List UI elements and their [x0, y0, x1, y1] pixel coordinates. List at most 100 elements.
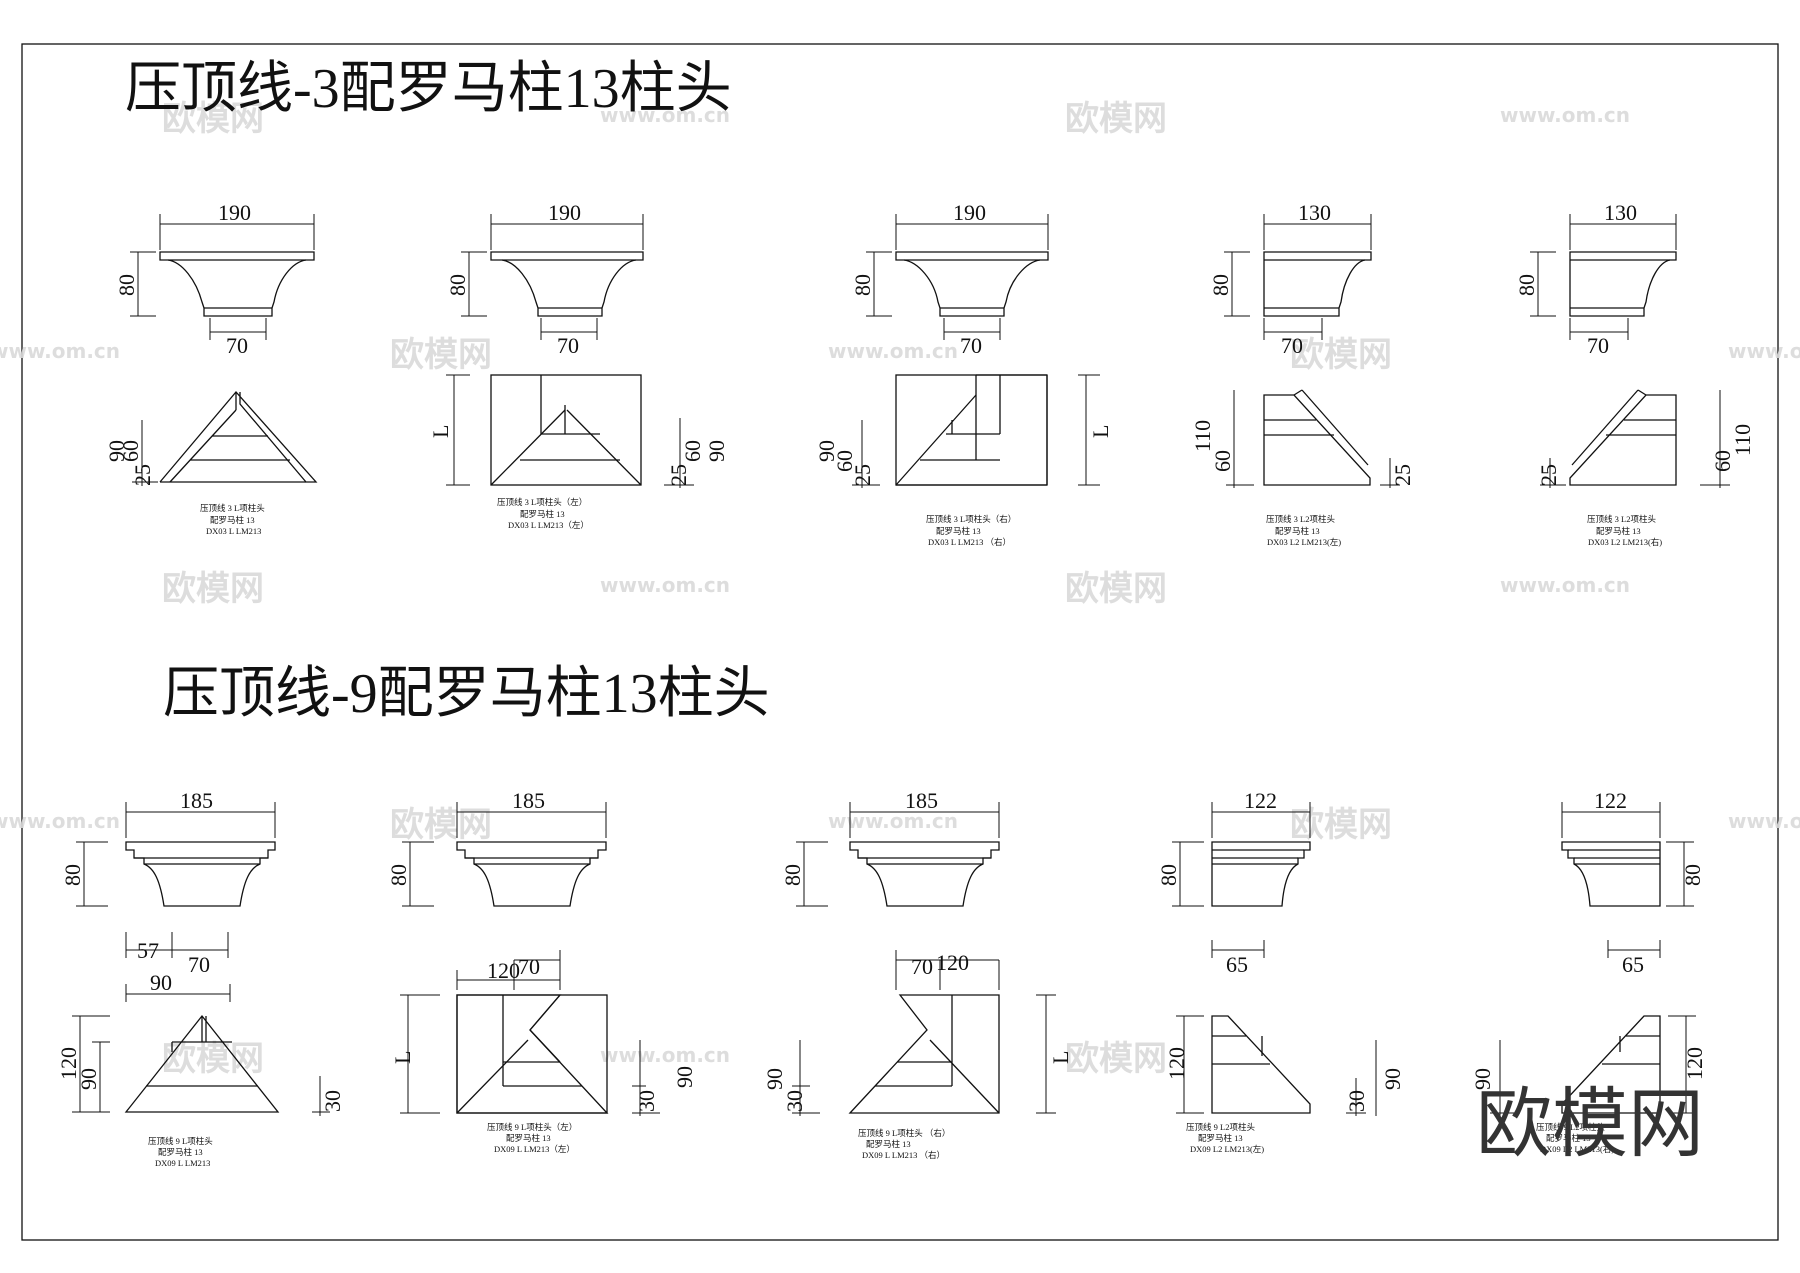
dim-plan: 30: [782, 1090, 807, 1112]
watermark-site: www.om.cn: [600, 1043, 730, 1067]
dim-width: 190: [218, 200, 251, 225]
sheet-border: [21, 43, 1779, 1241]
dim-plan: 60: [680, 440, 705, 462]
caption-line: 配罗马柱 13: [1198, 1133, 1243, 1143]
caption-line: DX09 L LM213（左）: [494, 1144, 575, 1154]
watermark-site: www.om.cn: [1500, 573, 1630, 597]
watermark-brand: 欧模网: [1065, 99, 1167, 139]
caption-line: 压顶线 9 L2项柱头: [1186, 1122, 1255, 1132]
watermark-brand: 欧模网: [1290, 805, 1392, 845]
caption-line: 配罗马柱 13: [210, 515, 255, 525]
dim-height: 80: [60, 864, 85, 886]
section-title-bottom: 压顶线-9配罗马柱13柱头: [163, 663, 770, 725]
watermark-brand: 欧模网: [162, 1039, 264, 1079]
dim-height: 80: [850, 274, 875, 296]
plan-r1-1: 90 60 25 压顶线 3 L项柱头 配罗马柱 13 DX03 L LM213: [104, 391, 318, 536]
dim-bottom: 57: [137, 938, 159, 963]
dim-plan: 90: [672, 1066, 697, 1088]
dim-plan: 90: [104, 440, 129, 462]
dim-plan: 30: [1344, 1090, 1369, 1112]
dim-plan: 60: [1210, 450, 1235, 472]
dim-plan: 120: [1682, 1047, 1707, 1080]
dim-plan: 120: [936, 950, 969, 975]
dim-width: 122: [1594, 788, 1627, 813]
dim-plan: 90: [762, 1068, 787, 1090]
watermark-site: www.om.cn: [0, 809, 120, 833]
dim-plan: 90: [1380, 1068, 1405, 1090]
dim-width: 185: [180, 788, 213, 813]
dim-height: 80: [1514, 274, 1539, 296]
dim-height: 80: [445, 274, 470, 296]
caption-line: DX03 L LM213 （右）: [928, 537, 1011, 547]
caption-line: 配罗马柱 13: [936, 526, 981, 536]
plan-r1-4: 110 60 25 压顶线 3 L2项柱头 配罗马柱 13 DX03 L2 LM…: [1190, 389, 1415, 547]
dim-plan: 30: [320, 1090, 345, 1112]
caption-line: 配罗马柱 13: [1275, 526, 1320, 536]
watermark-site: www.om.cn: [1728, 809, 1800, 833]
caption-line: 配罗马柱 13: [866, 1139, 911, 1149]
dim-width: 130: [1298, 200, 1331, 225]
caption-line: 压顶线 9 L项柱头 （右）: [858, 1128, 950, 1138]
dim-plan: L: [1088, 425, 1113, 438]
caption-line: 配罗马柱 13: [1546, 1133, 1591, 1143]
caption-line: 压顶线 3 L项柱头（右）: [926, 514, 1016, 524]
caption-line: DX03 L2 LM213(左): [1267, 537, 1341, 547]
dim-plan: L: [390, 1051, 415, 1064]
caption-line: 压顶线 3 L2项柱头: [1587, 514, 1656, 524]
watermark-brand: 欧模网: [1065, 569, 1167, 609]
dim-plan: 90: [814, 440, 839, 462]
dim-bottom: 70: [226, 333, 248, 358]
profile-r1-1: 190 80 70: [114, 200, 315, 358]
caption-line: 压顶线 3 L项柱头: [200, 503, 265, 513]
dim-bottom: 70: [960, 333, 982, 358]
dim-plan: 70: [518, 954, 540, 979]
caption-line: 压顶线 3 L项柱头（左）: [497, 497, 587, 507]
caption-line: 压顶线 9 L项柱头（左）: [487, 1122, 577, 1132]
dim-plan: L: [1048, 1051, 1073, 1064]
dim-bottom: 70: [1587, 333, 1609, 358]
caption-line: 压顶线 9 L项柱头: [148, 1136, 213, 1146]
dim-width: 190: [953, 200, 986, 225]
caption-line: DX09 L LM213: [155, 1158, 210, 1168]
caption-line: 配罗马柱 13: [158, 1147, 203, 1157]
dim-plan: 30: [634, 1090, 659, 1112]
dim-plan: 120: [1164, 1047, 1189, 1080]
watermark-brand: 欧模网: [1065, 1039, 1167, 1079]
watermark-brand: 欧模网: [390, 335, 492, 375]
dim-plan: 60: [118, 440, 143, 462]
dim-plan: 25: [666, 464, 691, 486]
caption-line: DX03 L LM213: [206, 526, 261, 536]
dim-plan: 60: [1710, 450, 1735, 472]
profile-r1-2: 190 80 70: [445, 200, 644, 358]
watermark-site: www.om.cn: [1500, 103, 1630, 127]
caption-line: 配罗马柱 13: [520, 509, 565, 519]
caption-line: DX09 L2 LM213(左): [1190, 1144, 1264, 1154]
watermark-brand: 欧模网: [1290, 335, 1392, 375]
dim-width: 122: [1244, 788, 1277, 813]
profile-r1-5: 130 80 70: [1514, 200, 1677, 358]
profile-r2-3: 185 80: [780, 788, 1000, 907]
dim-height: 80: [780, 864, 805, 886]
dim-plan: 25: [850, 464, 875, 486]
watermark-site: www.om.cn: [0, 339, 120, 363]
dim-width: 190: [548, 200, 581, 225]
caption-line: 压顶线 3 L2项柱头: [1266, 514, 1335, 524]
dim-plan: 25: [1390, 464, 1415, 486]
dim-plan: 25: [1536, 464, 1561, 486]
caption-line: DX09 L2 LM213(右): [1540, 1144, 1614, 1154]
dim-width: 130: [1604, 200, 1637, 225]
dim-height: 80: [1156, 864, 1181, 886]
dim-bottom: 70: [557, 333, 579, 358]
dim-width: 185: [905, 788, 938, 813]
watermark-site: www.om.cn: [1728, 339, 1800, 363]
watermark-site: www.om.cn: [828, 339, 958, 363]
dim-plan: 120: [487, 958, 520, 983]
dim-plan: 90: [1470, 1068, 1495, 1090]
dim-plan: 110: [1190, 420, 1215, 452]
dim-plan: L: [428, 425, 453, 438]
profile-r2-2: 185 80: [386, 788, 607, 907]
dim-height: 80: [1208, 274, 1233, 296]
caption-line: DX09 L LM213 （右）: [862, 1150, 945, 1160]
dim-height: 80: [386, 864, 411, 886]
